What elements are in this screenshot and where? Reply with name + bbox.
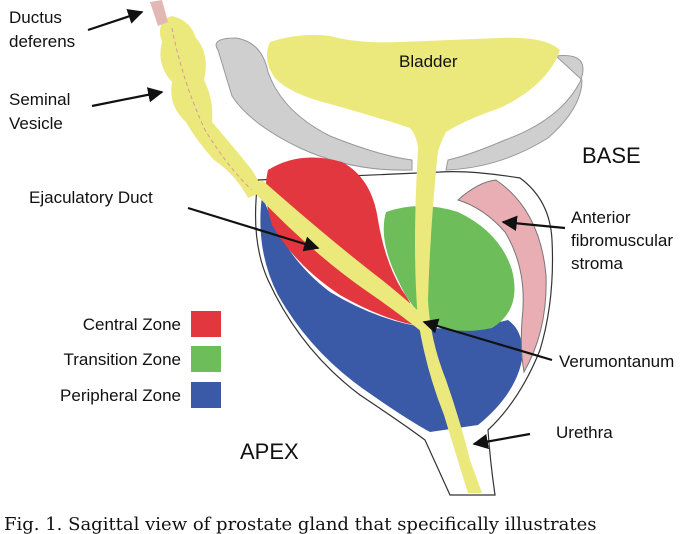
legend: Central Zone Transition Zone Peripheral … — [60, 311, 221, 408]
legend-label-peripheral-zone: Peripheral Zone — [60, 386, 181, 405]
bladder-wall-right — [445, 55, 584, 171]
label-ductus-deferens-1: Ductus — [9, 8, 62, 27]
peripheral-zone — [260, 196, 523, 432]
seminal-vesicle-duct — [171, 27, 253, 191]
arrow-ejaculatory-duct — [187, 206, 320, 252]
label-seminal-vesicle-2: Vesicle — [9, 114, 63, 133]
bladder-wall — [215, 37, 413, 171]
bladder — [266, 34, 560, 160]
legend-label-transition-zone: Transition Zone — [64, 350, 181, 369]
arrow-ductus-deferens — [87, 9, 144, 32]
label-bladder: Bladder — [399, 52, 458, 71]
legend-swatch-transition-zone — [191, 346, 221, 372]
label-verumontanum: Verumontanum — [559, 352, 674, 371]
arrow-seminal-vesicle — [91, 87, 164, 108]
label-ductus-deferens-2: deferens — [9, 32, 75, 51]
label-fibromuscular-stroma-1: Anterior — [571, 208, 631, 227]
label-fibromuscular-stroma-2: fibromuscular — [571, 231, 673, 250]
legend-label-central-zone: Central Zone — [83, 315, 181, 334]
label-urethra: Urethra — [556, 423, 613, 442]
label-fibromuscular-stroma-3: stroma — [571, 254, 624, 273]
arrow-urethra — [472, 432, 531, 450]
arrow-fibromuscular-stroma — [501, 215, 566, 231]
ejaculatory-duct — [250, 180, 430, 332]
label-apex: APEX — [240, 439, 299, 464]
label-seminal-vesicle-1: Seminal — [9, 90, 70, 109]
arrow-verumontanum — [422, 318, 553, 362]
ductus-deferens — [150, 0, 168, 26]
legend-swatch-peripheral-zone — [191, 382, 221, 408]
label-base: BASE — [582, 143, 641, 168]
seminal-vesicle — [159, 16, 262, 198]
legend-swatch-central-zone — [191, 311, 221, 337]
figure-caption: Fig. 1. Sagittal view of prostate gland … — [4, 514, 596, 534]
label-ejaculatory-duct: Ejaculatory Duct — [29, 188, 153, 207]
fibromuscular-stroma — [457, 179, 547, 374]
